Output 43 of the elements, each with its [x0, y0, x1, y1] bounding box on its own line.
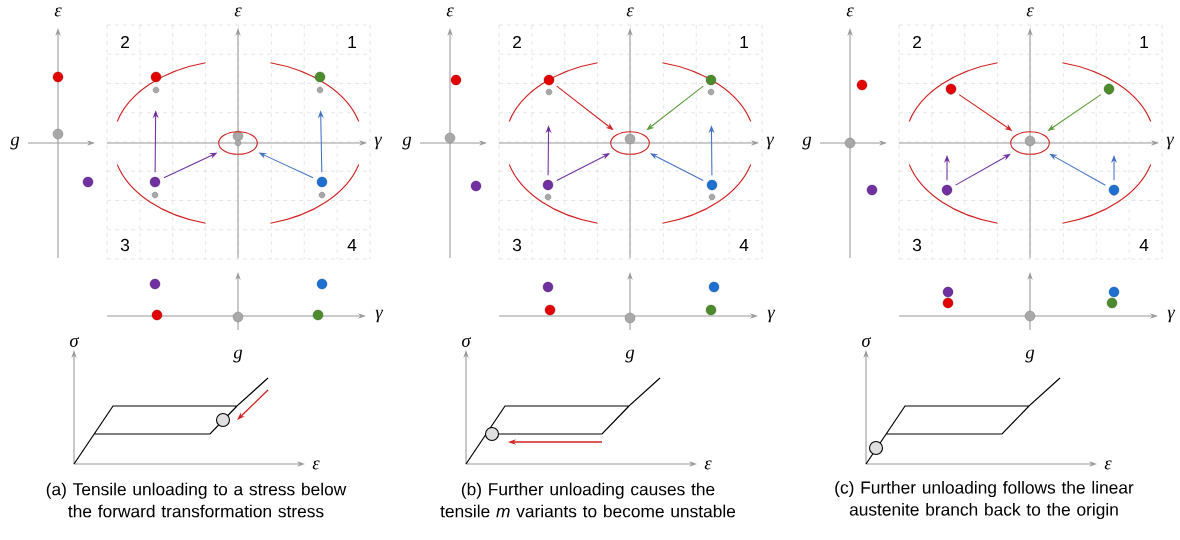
caption: (b) Further unloading causes the tensile m variants to become unstable — [440, 482, 736, 518]
axis-label: g — [1025, 349, 1035, 363]
axis-label: γ — [1166, 136, 1175, 150]
axis-label: ε — [446, 7, 454, 17]
axis-label: g — [802, 136, 812, 150]
axis-label: σ — [69, 337, 80, 347]
caption: (c) Further unloading follows the linear austenite branch back to the origin — [835, 480, 1134, 520]
quadrant-number: 4 — [1139, 239, 1149, 251]
axis-label: ε — [54, 7, 62, 17]
axis-label: γ — [767, 309, 776, 323]
axis-label: γ — [766, 136, 775, 150]
quadrant-number: 2 — [913, 35, 921, 49]
ellipse-ring — [218, 131, 258, 155]
axis-label: ε — [1026, 7, 1034, 17]
axis-label: σ — [461, 337, 472, 347]
axis-label: ε — [1104, 460, 1112, 470]
quadrant-number: 1 — [1140, 36, 1148, 48]
quadrant-number: 2 — [121, 35, 129, 49]
axis-label: g — [233, 349, 243, 363]
quadrant-number: 2 — [513, 35, 521, 49]
axis-label: ε — [234, 7, 242, 17]
axis-label: ε — [704, 460, 712, 470]
quadrant-number: 1 — [348, 36, 356, 48]
quadrant-number: 3 — [512, 238, 522, 252]
axis-label: g — [625, 349, 635, 363]
quadrant-number: 3 — [120, 238, 130, 252]
quadrant-number: 4 — [347, 239, 357, 251]
axis-label: γ — [1167, 309, 1176, 323]
axis-label: g — [402, 136, 412, 150]
arrow — [1049, 153, 1106, 186]
axis-label: g — [10, 136, 20, 150]
ellipse-ring — [610, 131, 650, 155]
axis-label: γ — [375, 309, 384, 323]
axis-label: σ — [861, 337, 872, 347]
quadrant-number: 1 — [740, 36, 748, 48]
axis-label: ε — [626, 7, 634, 17]
axis-label: ε — [312, 460, 320, 470]
quadrant-number: 4 — [739, 239, 749, 251]
axis-label: ε — [846, 7, 854, 17]
axis-label: γ — [374, 136, 383, 150]
quadrant-number: 3 — [912, 238, 922, 252]
ellipse-ring — [1010, 131, 1050, 155]
caption: (a) Tensile unloading to a stress below the forward transformation stress — [46, 482, 347, 518]
